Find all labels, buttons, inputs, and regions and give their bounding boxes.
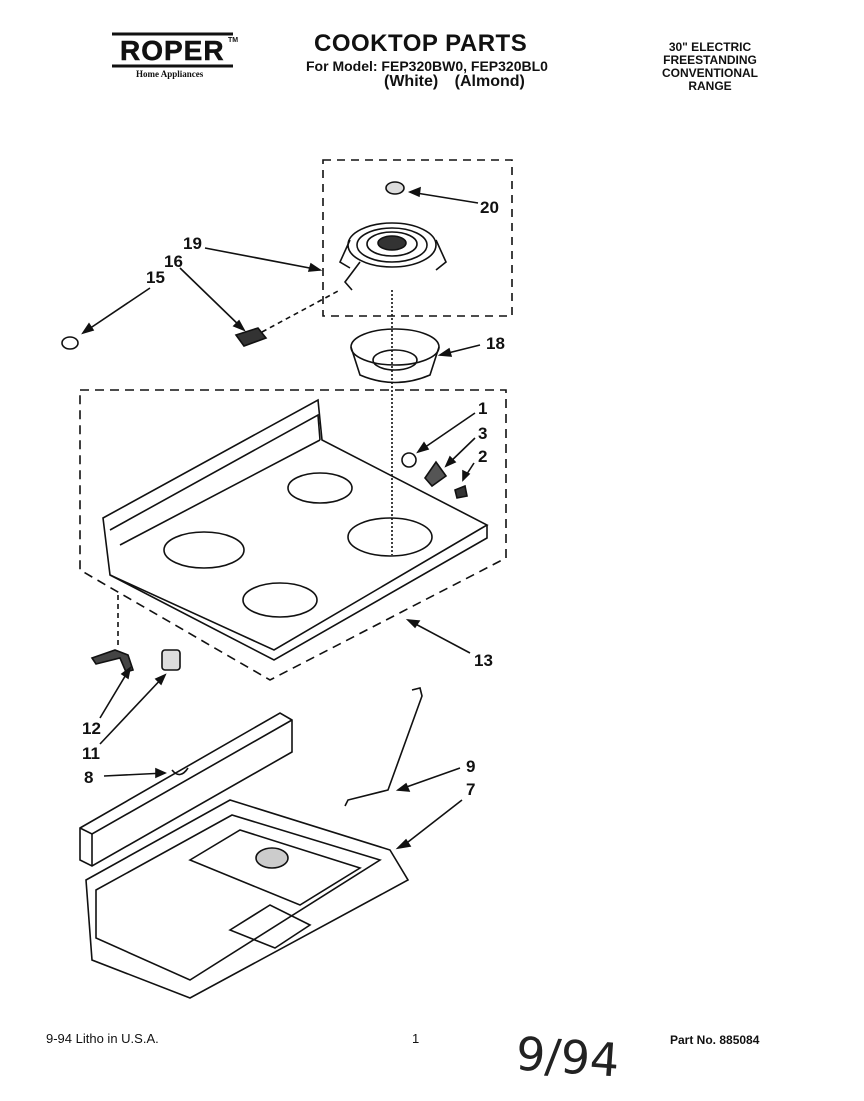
- callout-12: 12: [82, 719, 101, 738]
- part-12-bracket: [90, 649, 135, 673]
- callout-20: 20: [480, 198, 499, 217]
- callout-18: 18: [486, 334, 505, 353]
- part-8-strip: [79, 712, 293, 867]
- part-7-burner-box: [85, 799, 410, 999]
- part-13-cooktop: [102, 398, 489, 661]
- date-litho: 9-94 Litho in U.S.A.: [46, 1031, 159, 1046]
- spec-line: RANGE: [688, 79, 732, 93]
- part-11-spacer: [161, 649, 181, 671]
- part-19-element: [338, 222, 447, 291]
- leader-13: [407, 619, 471, 654]
- part-15-clip: [61, 336, 79, 350]
- brand-subtitle: Home Appliances: [136, 69, 204, 79]
- callout-1: 1: [478, 399, 488, 418]
- wire-16: [261, 289, 341, 333]
- logo-frame-icon: [112, 32, 233, 68]
- callout-15: 15: [146, 268, 165, 287]
- part-number: Part No. 885084: [670, 1033, 760, 1047]
- arrow-3: [444, 455, 457, 468]
- color-variants: (White) (Almond): [384, 73, 525, 91]
- callout-7: 7: [466, 780, 476, 799]
- arrow-1: [416, 441, 430, 454]
- part-20-cap: [385, 181, 405, 195]
- part-2-screw: [454, 484, 468, 499]
- leader-15: [82, 287, 151, 334]
- brand-name: ROPER: [120, 35, 225, 67]
- part-9-rod: [344, 687, 423, 807]
- arrow-8: [155, 767, 167, 779]
- page-number: 1: [412, 1031, 420, 1046]
- range-spec: 30" ELECTRIC FREESTANDING CONVENTIONAL R…: [640, 41, 780, 93]
- handwritten-date: 9/94: [514, 1026, 622, 1088]
- model-line: For Model: FEP320BW0, FEP320BL0: [306, 58, 548, 74]
- arrow-11: [154, 673, 167, 686]
- spec-line: CONVENTIONAL: [662, 66, 758, 80]
- spec-line: 30" ELECTRIC: [668, 40, 752, 54]
- callout-11: 11: [82, 744, 100, 763]
- leader-11: [99, 674, 166, 745]
- callout-2: 2: [478, 447, 488, 466]
- callout-8: 8: [84, 768, 94, 787]
- callout-13: 13: [474, 651, 493, 670]
- arrow-2: [462, 469, 471, 482]
- arrow-15: [81, 322, 95, 335]
- arrow-13: [405, 619, 421, 629]
- arrow-7: [395, 838, 412, 850]
- leader-19: [204, 247, 321, 271]
- arrow-19: [307, 262, 323, 272]
- roper-logo: [110, 32, 235, 80]
- color-white: (White): [384, 73, 439, 90]
- trademark-mark: TM: [228, 37, 239, 44]
- leader-20: [409, 191, 479, 204]
- part-18-drip-bowl: [350, 328, 440, 384]
- arrow-16: [232, 319, 246, 332]
- arrow-18: [437, 347, 453, 357]
- part-16-terminal-block: [234, 327, 268, 347]
- part-1-nut: [401, 452, 417, 468]
- arrow-12: [120, 666, 132, 680]
- cooktop-group-box: [79, 389, 507, 681]
- part-3-bracket: [423, 460, 448, 488]
- spec-line: FREESTANDING: [663, 53, 757, 67]
- leader-9: [397, 767, 461, 791]
- page-title: COOKTOP PARTS: [314, 30, 528, 57]
- callout-9: 9: [466, 757, 476, 776]
- arrow-20: [407, 186, 421, 198]
- color-almond: (Almond): [454, 73, 525, 90]
- leader-16: [179, 267, 245, 331]
- callout-16: 16: [164, 252, 183, 271]
- callout-19: 19: [183, 234, 202, 253]
- leader-1: [417, 412, 476, 453]
- callout-3: 3: [478, 424, 488, 443]
- element-group-box: [322, 159, 513, 317]
- arrow-9: [395, 782, 411, 792]
- leader-8: [103, 772, 166, 777]
- leader-7: [407, 799, 463, 843]
